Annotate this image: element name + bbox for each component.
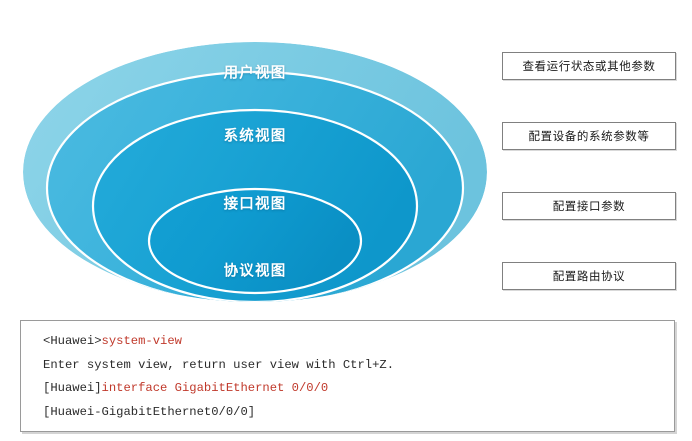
console-prompt-3: [Huawei] bbox=[43, 381, 102, 395]
callout-box-protocol-view: 配置路由协议 bbox=[502, 262, 676, 290]
console-output-2: Enter system view, return user view with… bbox=[43, 357, 395, 372]
console-line-3: [Huawei]interface GigabitEthernet 0/0/0 bbox=[43, 377, 674, 401]
callout-box-user-view: 查看运行状态或其他参数 bbox=[502, 52, 676, 80]
funnel-svg bbox=[23, 42, 487, 302]
console-line-2: Enter system view, return user view with… bbox=[43, 354, 674, 378]
console-command-3: interface GigabitEthernet 0/0/0 bbox=[101, 381, 329, 395]
console-command-1: system-view bbox=[101, 334, 182, 348]
console-line-1: <Huawei>system-view bbox=[43, 330, 674, 354]
cli-console[interactable]: <Huawei>system-view Enter system view, r… bbox=[20, 320, 675, 432]
funnel-ring-protocol-view bbox=[147, 187, 363, 295]
funnel-diagram: 用户视图 系统视图 接口视图 协议视图 bbox=[18, 30, 498, 315]
callout-box-interface-view: 配置接口参数 bbox=[502, 192, 676, 220]
console-prompt-4: [Huawei-GigabitEthernet0/0/0] bbox=[43, 404, 256, 419]
callout-box-system-view: 配置设备的系统参数等 bbox=[502, 122, 676, 150]
console-line-4: [Huawei-GigabitEthernet0/0/0] bbox=[43, 401, 674, 425]
console-prompt-1: <Huawei> bbox=[43, 334, 102, 348]
